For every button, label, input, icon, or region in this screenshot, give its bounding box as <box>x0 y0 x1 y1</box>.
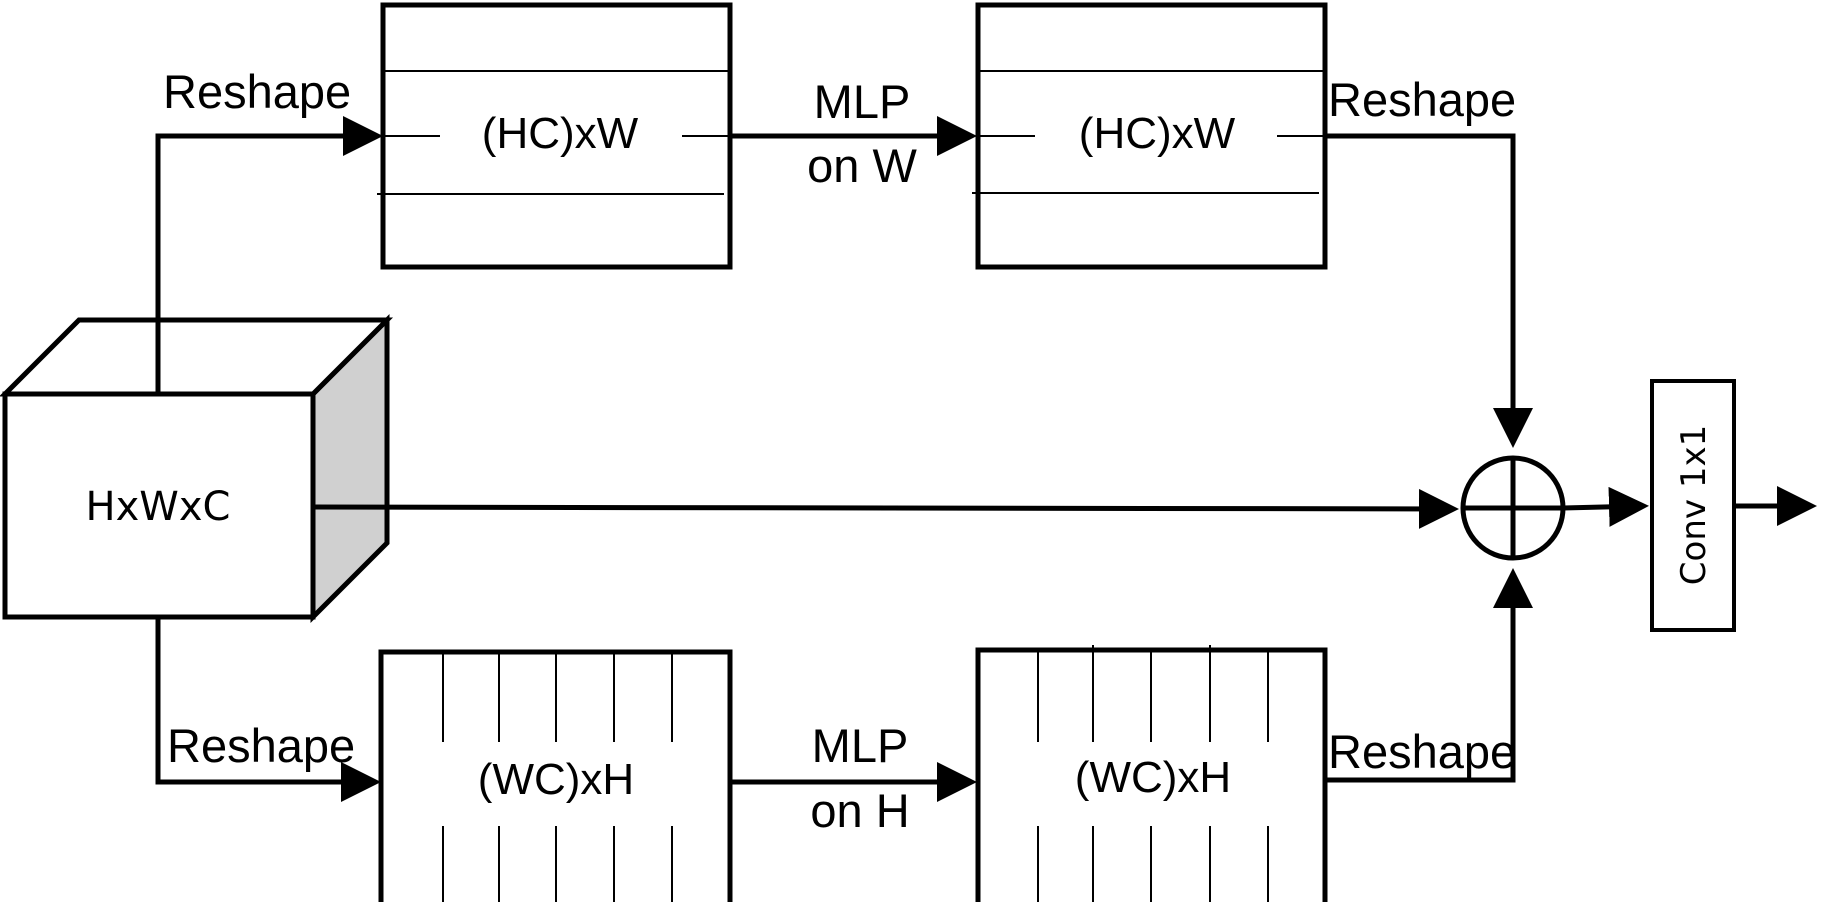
bottom-mlp-label-line2: on H <box>810 784 909 837</box>
top-reshape-in-connector <box>155 116 383 394</box>
cube-label: HxWxC <box>86 484 231 530</box>
sum-node-icon <box>1460 455 1566 561</box>
top-reshape-out-connector <box>1325 133 1533 448</box>
conv-box <box>1650 379 1736 632</box>
bottom-reshape-in-connector <box>155 617 381 802</box>
skip-connector <box>312 488 1459 529</box>
bottom-output-box-label: (WC)xH <box>1075 753 1231 802</box>
conv-label: Conv 1x1 <box>1674 425 1714 585</box>
cube-front-face <box>2 391 316 620</box>
top-mlp-label-line1: MLP <box>814 75 911 128</box>
feature-cube: HxWxC <box>0 313 394 624</box>
bottom-reshape-out-label: Reshape <box>1328 725 1516 778</box>
bottom-branch: Reshape (WC)xH MLP on H <box>155 568 1533 902</box>
top-output-box-label: (HC)xW <box>1079 109 1236 158</box>
top-branch: Reshape (HC)xW MLP on W (HC)xW Reshape <box>155 2 1533 448</box>
bottom-mlp-label-line1: MLP <box>812 719 909 772</box>
top-input-box-label: (HC)xW <box>482 109 639 158</box>
bottom-reshape-in-label: Reshape <box>167 719 355 772</box>
top-reshape-out-label: Reshape <box>1328 73 1516 126</box>
top-input-box <box>380 2 733 270</box>
bottom-input-box-dividers <box>442 652 673 902</box>
bottom-input-box-label: (WC)xH <box>478 755 634 804</box>
top-mlp-label-line2: on W <box>807 139 917 192</box>
sum-to-conv-connector <box>1562 486 1649 527</box>
bottom-reshape-out-connector <box>1325 568 1533 783</box>
bottom-output-box-dividers <box>1037 645 1269 902</box>
top-reshape-in-label: Reshape <box>163 65 351 118</box>
top-output-box <box>975 2 1328 270</box>
